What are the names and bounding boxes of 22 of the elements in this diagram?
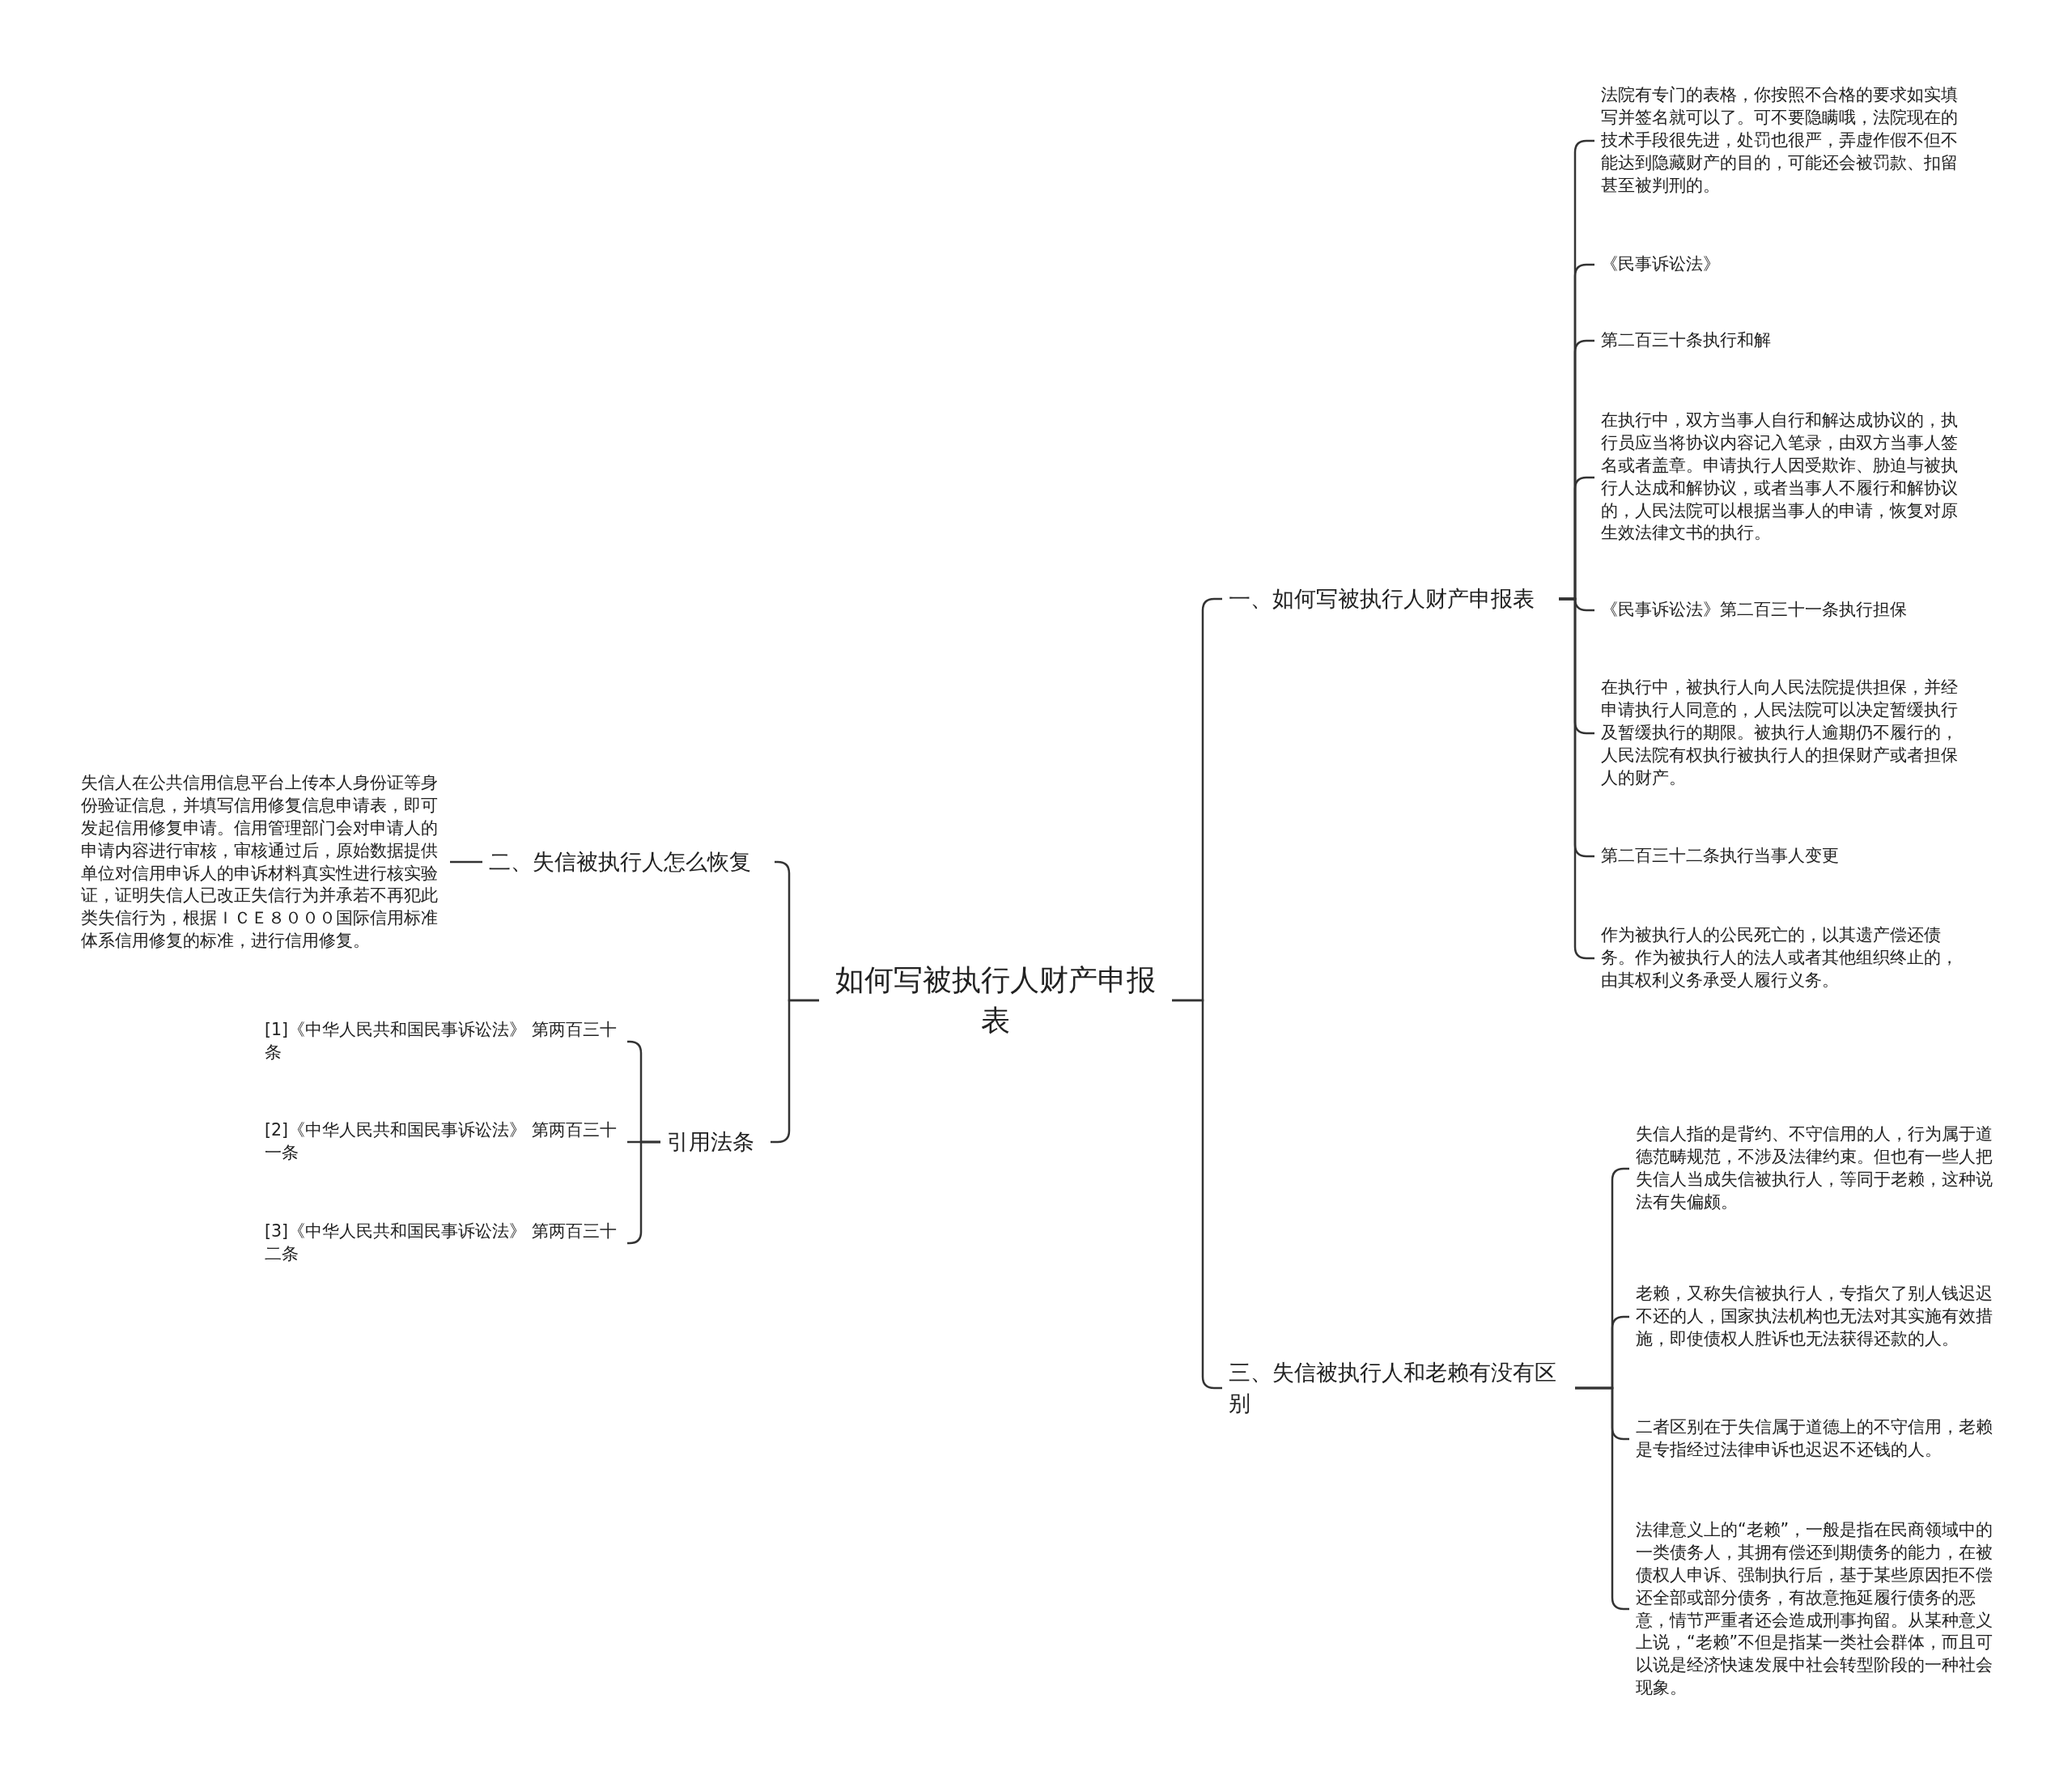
leaf-text: [1]《中华人民共和国民事诉讼法》 第两百三十条 <box>265 1019 621 1064</box>
leaf-text: 失信人指的是背约、不守信用的人，行为属于道德范畴规范，不涉及法律约束。但也有一些人把失信人当成失信被执行人，等同于老赖，这种说法有失偏颇。 <box>1636 1123 2000 1214</box>
leaf-text: 《民事诉讼法》 <box>1601 253 1965 276</box>
leaf-text: [2]《中华人民共和国民事诉讼法》 第两百三十一条 <box>265 1119 621 1165</box>
leaf-text: 二者区别在于失信属于道德上的不守信用，老赖是专指经过法律申诉也迟迟不还钱的人。 <box>1636 1416 2000 1462</box>
leaf-text: 法律意义上的“老赖”，一般是指在民商领域中的一类债务人，其拥有偿还到期债务的能力，在被债权人申诉、强制执行后，基于某些原因拒不偿还全部或部分债务，有故意拖延履行债务的恶意，情节严重者还会造成刑事拘留。从某种意义上说，“老赖”不但是指某一类社会群体，而且可以说是经济快速发展中社会转型阶段的一种社会现象。 <box>1636 1518 2000 1700</box>
branch-topic: 三、失信被执行人和老赖有没有区别 <box>1229 1357 1569 1419</box>
leaf-text: 第二百三十条执行和解 <box>1601 329 1965 352</box>
leaf-text: 在执行中，双方当事人自行和解达成协议的，执行员应当将协议内容记入笔录，由双方当事人签名或者盖章。申请执行人因受欺诈、胁迫与被执行人达成和解协议，或者当事人不履行和解协议的，人民法院可以根据当事人的申请，恢复对原生效法律文书的执行。 <box>1601 410 1965 546</box>
branch-topic: 一、如何写被执行人财产申报表 <box>1229 584 1552 614</box>
branch-topic: 二、失信被执行人怎么恢复 <box>489 847 768 877</box>
central-topic: 如何写被执行人财产申报表 <box>826 959 1166 1042</box>
leaf-text: 失信人在公共信用信息平台上传本人身份证等身份验证信息，并填写信用修复信息申请表，即可发起信用修复申请。信用管理部门会对申请人的申请内容进行审核，审核通过后，原始数据提供单位对信用申诉人的申诉材料真实性进行核实验证，证明失信人已改正失信行为并承若不再犯此类失信行为，根据ＩＣＥ８０００国际信用标准体系信用修复的标准，进行信用修复。 <box>81 771 444 953</box>
leaf-text: 第二百三十二条执行当事人变更 <box>1601 845 1965 868</box>
branch-topic: 引用法条 <box>667 1127 764 1157</box>
leaf-text: [3]《中华人民共和国民事诉讼法》 第两百三十二条 <box>265 1221 621 1266</box>
leaf-text: 在执行中，被执行人向人民法院提供担保，并经申请执行人同意的，人民法院可以决定暂缓执行及暂缓执行的期限。被执行人逾期仍不履行的，人民法院有权执行被执行人的担保财产或者担保人的财产。 <box>1601 677 1965 790</box>
leaf-text: 老赖，又称失信被执行人，专指欠了别人钱迟迟不还的人，国家执法机构也无法对其实施有效措施，即使债权人胜诉也无法获得还款的人。 <box>1636 1283 2000 1351</box>
leaf-text: 作为被执行人的公民死亡的，以其遗产偿还债务。作为被执行人的法人或者其他组织终止的，由其权利义务承受人履行义务。 <box>1601 924 1965 992</box>
leaf-text: 法院有专门的表格，你按照不合格的要求如实填写并签名就可以了。可不要隐瞒哦，法院现在的技术手段很先进，处罚也很严，弄虚作假不但不能达到隐藏财产的目的，可能还会被罚款、扣留甚至被判刑的。 <box>1601 84 1965 197</box>
leaf-text: 《民事诉讼法》第二百三十一条执行担保 <box>1601 599 1965 622</box>
connector-line <box>450 860 482 864</box>
